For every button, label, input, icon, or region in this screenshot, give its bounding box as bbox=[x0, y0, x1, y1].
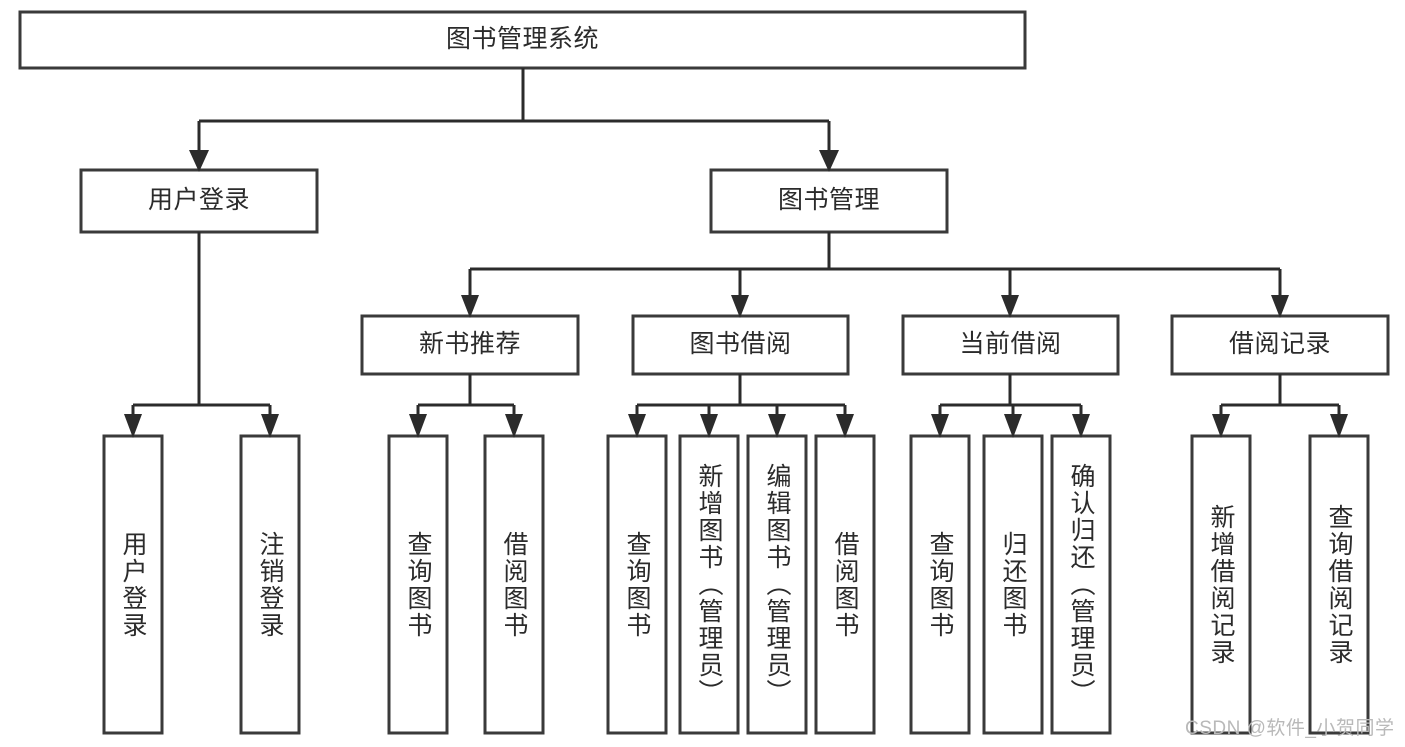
connector-bookborrow-to-leaves bbox=[635, 374, 847, 420]
node-box-book-borrow[interactable] bbox=[631, 314, 850, 376]
arrow-head-borrow-record bbox=[1271, 295, 1289, 318]
arrow-head-leaf-add-record bbox=[1212, 414, 1230, 438]
arrow-head-leaf-logout bbox=[261, 414, 279, 438]
node-box-borrow-record[interactable] bbox=[1170, 314, 1390, 376]
node-box-leaf-edit-book[interactable] bbox=[746, 434, 808, 735]
arrow-head-leaf-add-book bbox=[700, 414, 718, 438]
node-box-current-borrow[interactable] bbox=[901, 314, 1120, 376]
arrow-head-leaf-query-record bbox=[1330, 414, 1348, 438]
arrow-head-leaf-borrow-book-rec bbox=[505, 414, 523, 438]
node-box-leaf-return-book[interactable] bbox=[982, 434, 1044, 735]
node-box-leaf-user-login[interactable] bbox=[102, 434, 164, 735]
connector-currentborrow-to-leaves bbox=[938, 374, 1083, 420]
arrow-head-book-borrow bbox=[731, 295, 749, 318]
node-box-leaf-borrow-book[interactable] bbox=[814, 434, 876, 735]
arrow-head-leaf-query-book-borrow bbox=[628, 414, 646, 438]
node-box-leaf-add-record[interactable] bbox=[1190, 434, 1252, 735]
arrow-head-leaf-borrow-book bbox=[836, 414, 854, 438]
arrow-head-current-borrow bbox=[1001, 295, 1019, 318]
arrow-head-leaf-query-book-rec bbox=[409, 414, 427, 438]
node-box-leaf-confirm-return[interactable] bbox=[1050, 434, 1112, 735]
node-box-leaf-add-book[interactable] bbox=[678, 434, 740, 735]
node-box-leaf-query-record[interactable] bbox=[1308, 434, 1370, 735]
arrow-head-leaf-user-login bbox=[124, 414, 142, 438]
node-box-leaf-borrow-book-rec[interactable] bbox=[483, 434, 545, 735]
arrow-head-leaf-confirm-return bbox=[1072, 414, 1090, 438]
connector-root-to-level2 bbox=[197, 68, 831, 155]
node-box-leaf-query-book-cur[interactable] bbox=[909, 434, 971, 735]
node-box-leaf-logout[interactable] bbox=[239, 434, 301, 735]
connector-bookmgmt-to-level3 bbox=[468, 232, 1282, 300]
node-box-user-login[interactable] bbox=[79, 168, 319, 234]
watermark-text: CSDN @软件_小贺同学 bbox=[1185, 718, 1395, 739]
arrow-head-leaf-query-book-cur bbox=[931, 414, 949, 438]
node-box-root[interactable] bbox=[18, 10, 1027, 70]
connector-newbook-to-leaves bbox=[416, 374, 516, 420]
connector-userlogin-to-leaves bbox=[131, 232, 272, 420]
node-box-leaf-query-book-borrow[interactable] bbox=[606, 434, 668, 735]
node-box-book-management[interactable] bbox=[709, 168, 949, 234]
arrow-head-leaf-return-book bbox=[1004, 414, 1022, 438]
connector-borrowrecord-to-leaves bbox=[1219, 374, 1341, 420]
arrow-head-leaf-edit-book bbox=[768, 414, 786, 438]
arrow-head-book-management bbox=[819, 150, 839, 172]
arrow-head-user-login bbox=[189, 150, 209, 172]
node-box-new-book-recommend[interactable] bbox=[360, 314, 580, 376]
arrow-head-new-book-recommend bbox=[461, 295, 479, 318]
node-box-leaf-query-book-rec[interactable] bbox=[387, 434, 449, 735]
